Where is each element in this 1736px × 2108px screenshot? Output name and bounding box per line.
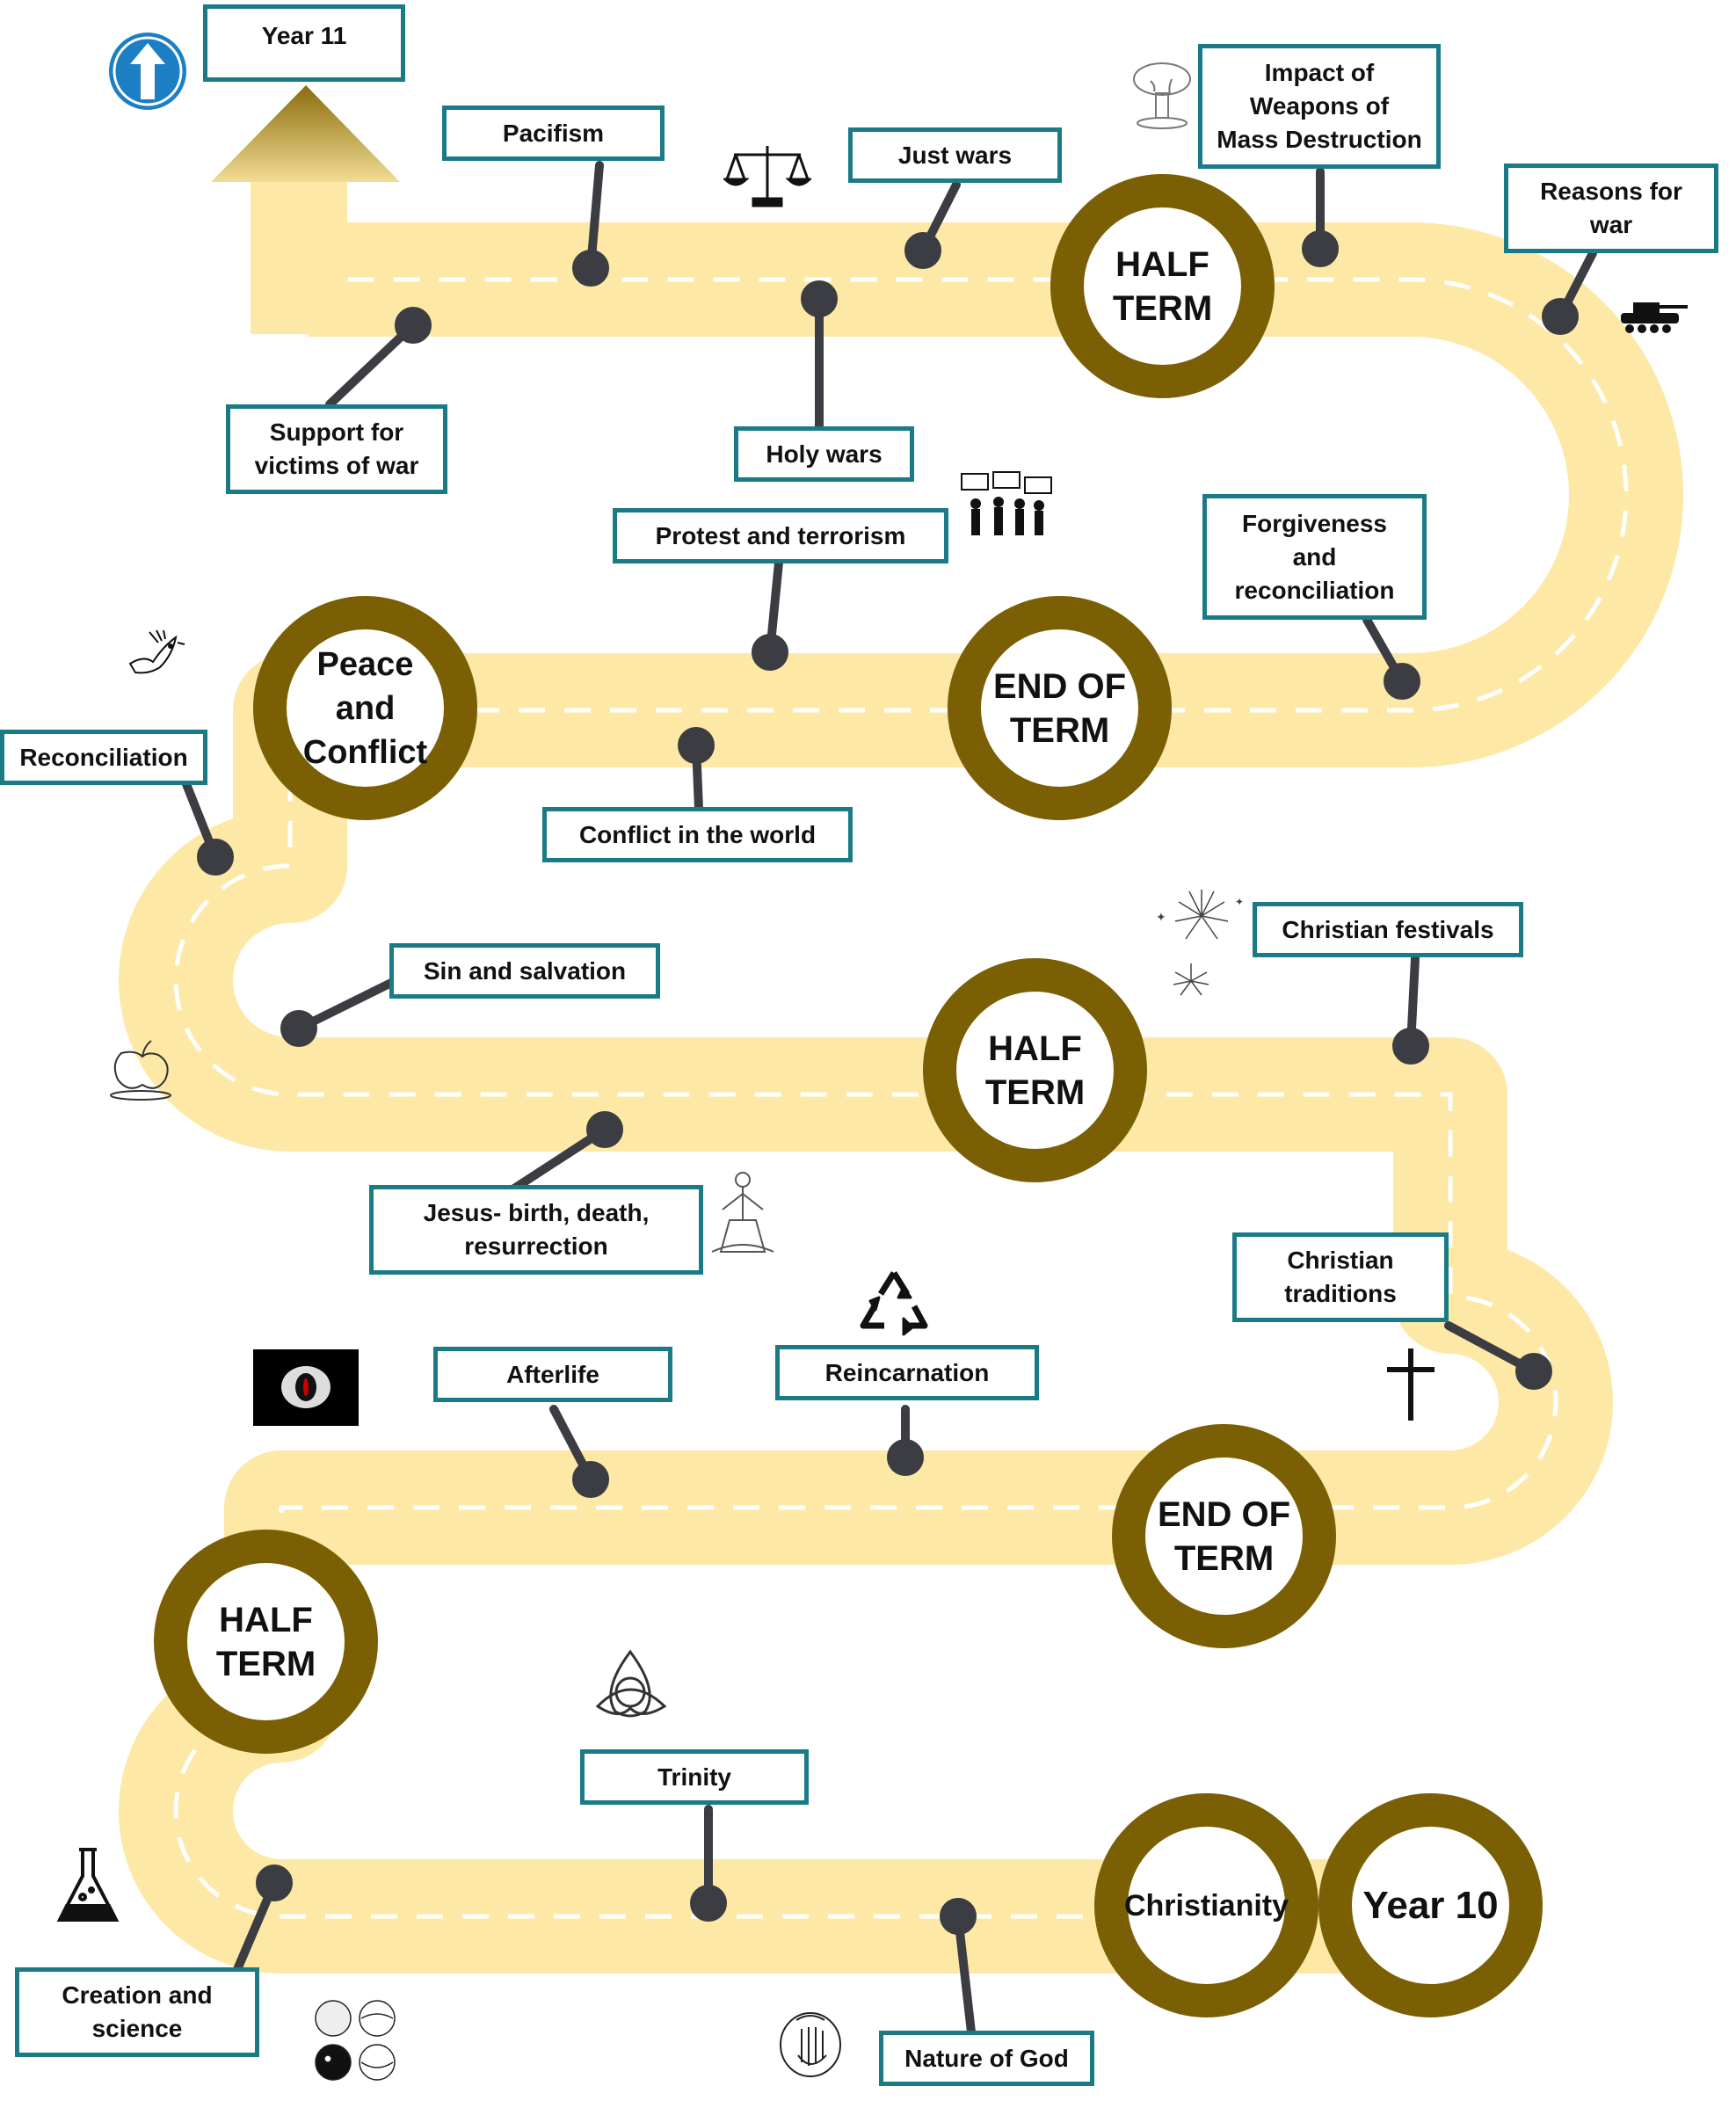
- cross-icon: [1380, 1345, 1442, 1424]
- topic-protest-and-terrorism: Protest and terrorism: [613, 508, 948, 563]
- pin-connectors: [182, 161, 1597, 2060]
- topic-forgiveness-and-reconciliation: Forgiveness and reconciliation: [1202, 494, 1427, 620]
- trinity-knot-icon: [589, 1646, 672, 1721]
- mushroom-cloud-icon: [1129, 60, 1195, 130]
- topic-reconciliation: Reconciliation: [0, 730, 207, 785]
- topic-creation-and-science: Creation and science: [15, 1967, 259, 2057]
- topic-afterlife: Afterlife: [433, 1347, 672, 1402]
- topic-conflict-in-the-world: Conflict in the world: [542, 807, 853, 862]
- protesters-icon: [958, 470, 1055, 541]
- milestone-end-of-term-2: END OF TERM: [948, 596, 1172, 820]
- milestone-end-of-term-1: END OF TERM: [1112, 1424, 1336, 1648]
- milestone-year-10: Year 10: [1318, 1793, 1543, 2017]
- topic-nature-of-god: Nature of God: [879, 2031, 1094, 2086]
- topic-christian-traditions: Christian traditions: [1232, 1232, 1449, 1322]
- apple-icon: [104, 1036, 178, 1101]
- topic-holy-wars: Holy wars: [734, 426, 914, 482]
- milestone-half-term-3: HALF TERM: [1050, 174, 1275, 398]
- arrow-shaft: [251, 171, 347, 334]
- topic-impact-of-wmd: Impact of Weapons of Mass Destruction: [1198, 44, 1441, 169]
- topic-trinity: Trinity: [580, 1749, 809, 1805]
- topic-jesus: Jesus- birth, death, resurrection: [369, 1185, 703, 1275]
- topic-support-for-victims: Support for victims of war: [226, 404, 447, 494]
- fireworks-icon: ✦✦: [1147, 886, 1253, 1005]
- jesus-figure-icon: [703, 1167, 782, 1255]
- svg-text:✦: ✦: [1235, 896, 1244, 908]
- recycle-icon: [854, 1266, 933, 1341]
- up-arrow-sign-icon: [107, 31, 188, 112]
- topic-just-wars: Just wars: [848, 127, 1062, 183]
- eye-icon: [253, 1349, 359, 1426]
- milestone-half-term-1: HALF TERM: [154, 1530, 378, 1754]
- scales-of-justice-icon: [723, 141, 811, 209]
- topic-pacifism: Pacifism: [442, 105, 665, 161]
- arrow-head: [211, 85, 400, 182]
- tank-icon: [1616, 292, 1690, 336]
- topic-year-11: Year 11: [203, 4, 405, 82]
- topic-sin-and-salvation: Sin and salvation: [389, 943, 660, 999]
- flask-icon: [53, 1844, 123, 1928]
- creation-hand-icon: [775, 2003, 846, 2082]
- milestone-half-term-2: HALF TERM: [923, 958, 1147, 1182]
- dove-icon: [123, 629, 186, 686]
- svg-text:✦: ✦: [1156, 911, 1166, 925]
- topic-reasons-for-war: Reasons for war: [1504, 164, 1718, 253]
- topic-christian-festivals: Christian festivals: [1253, 902, 1523, 957]
- milestone-peace-and-conflict: Peace and Conflict: [253, 596, 477, 820]
- topic-reincarnation: Reincarnation: [775, 1345, 1039, 1400]
- milestone-christianity: Christianity: [1094, 1793, 1318, 2017]
- planets-icon: [312, 1997, 398, 2083]
